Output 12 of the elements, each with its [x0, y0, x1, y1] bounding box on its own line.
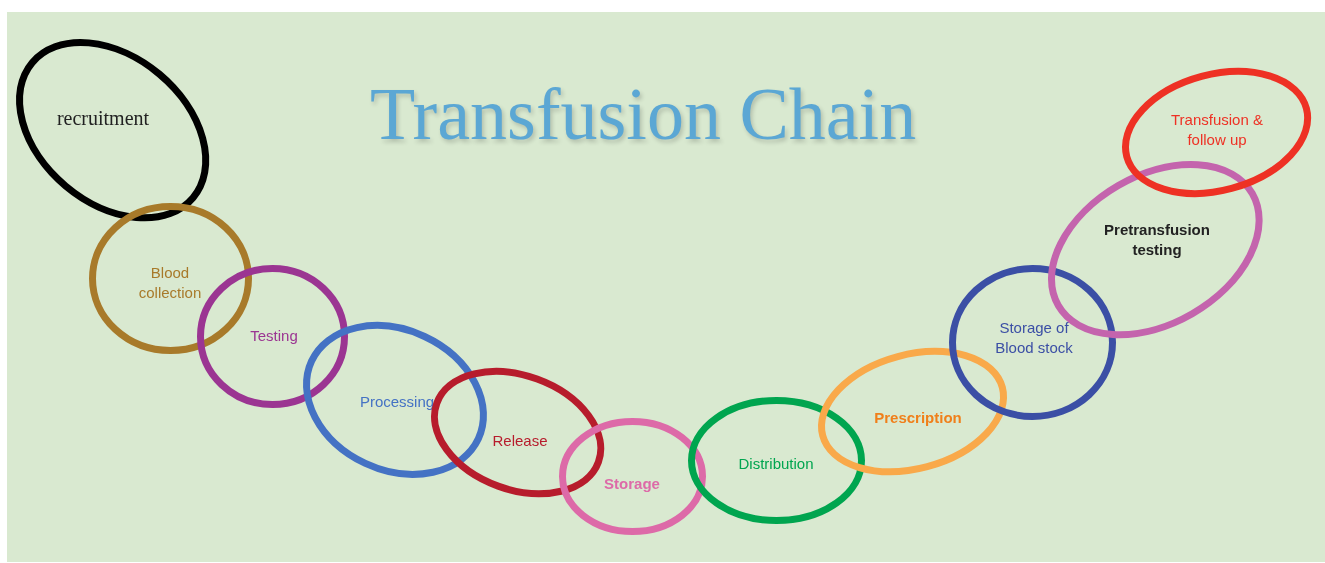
ring-label: Processing: [358, 392, 436, 412]
ring-label: Transfusion & follow up: [1170, 110, 1264, 150]
ring-label: Distribution: [737, 454, 815, 474]
ring-label: Blood collection: [137, 263, 203, 303]
ring-label: Release: [491, 431, 549, 451]
title: Transfusion Chain: [370, 72, 917, 157]
ring-label: recruitment: [55, 108, 151, 128]
ring-label: Pretransfusion testing: [1103, 220, 1211, 260]
ring-label: Storage of Blood stock: [994, 318, 1074, 358]
ring-label: Testing: [249, 326, 299, 346]
ring-label: Prescription: [873, 408, 963, 428]
ring-label: Storage: [603, 474, 661, 494]
